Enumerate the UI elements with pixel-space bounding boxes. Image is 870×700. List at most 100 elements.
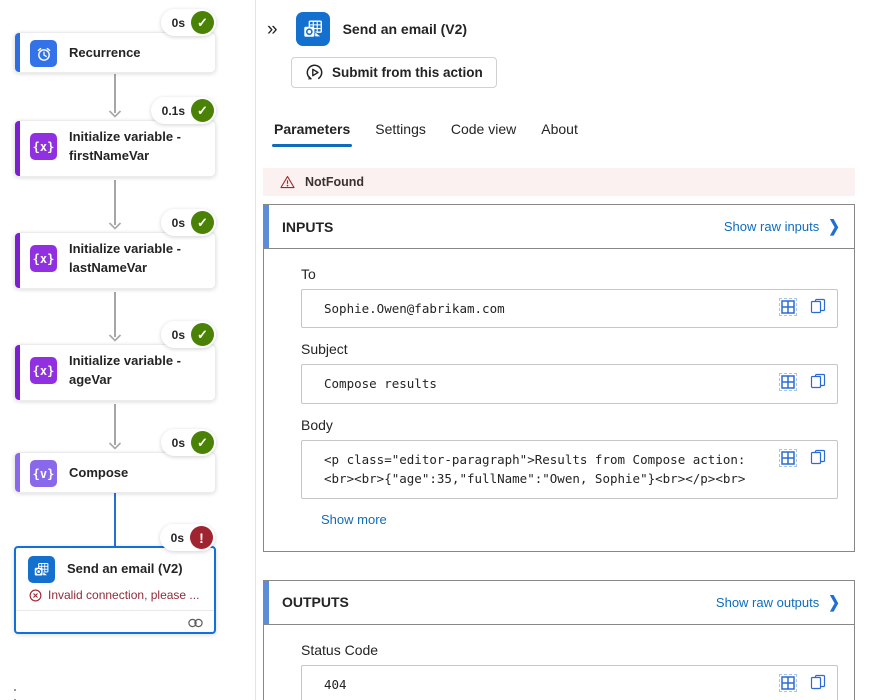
node-send-an-email[interactable]: 0s ! Send an email (V2) Invalid connecti… [14, 524, 216, 635]
copy-icon[interactable] [810, 449, 826, 465]
connector-selected [105, 493, 125, 546]
connector-arrow [105, 404, 125, 450]
show-more-link[interactable]: Show more [321, 511, 387, 527]
show-raw-grid-icon[interactable] [779, 373, 797, 392]
to-field-value: Sophie.Owen@fabrikam.com [324, 301, 505, 316]
duration-label: 0s [170, 530, 184, 545]
body-field[interactable]: <p class="editor-paragraph">Results from… [301, 439, 838, 499]
tab-about[interactable]: About [541, 121, 578, 137]
collapse-panel-icon[interactable]: » [267, 18, 278, 40]
node-accent-rail [15, 121, 20, 176]
node-footer [16, 610, 214, 635]
variable-icon: {x} [30, 357, 57, 385]
action-details-panel: » Send an email (V2) Submit from this ac… [256, 0, 870, 700]
tab-code-view[interactable]: Code view [450, 121, 517, 137]
tab-parameters[interactable]: Parameters [272, 121, 353, 147]
duration-label: 0s [171, 327, 185, 342]
copy-icon[interactable] [810, 674, 826, 690]
run-status-badge[interactable]: 0s ✓ [160, 209, 216, 236]
duration-label: 0s [171, 215, 185, 230]
success-icon: ✓ [191, 11, 214, 34]
canvas-dot [14, 689, 16, 691]
show-raw-grid-icon[interactable] [779, 673, 797, 692]
status-code-field[interactable]: 404 [301, 664, 838, 700]
inputs-card-body: To Sophie.Owen@fabrikam.com Subject Comp… [264, 249, 854, 551]
inputs-card-header: INPUTS Show raw inputs ❯ [264, 205, 854, 249]
run-status-badge[interactable]: 0s ✓ [160, 321, 216, 348]
field-label-to: To [301, 266, 316, 282]
connector-arrow [105, 180, 125, 230]
node-compose[interactable]: 0s ✓ {v} Compose [14, 429, 216, 493]
node-title: Send an email (V2) [67, 561, 183, 577]
node-title: Recurrence [69, 45, 141, 61]
error-icon: ! [190, 526, 213, 549]
connection-icon[interactable] [187, 617, 204, 629]
to-field[interactable]: Sophie.Owen@fabrikam.com [301, 289, 838, 329]
show-raw-outputs-link[interactable]: Show raw outputs ❯ [715, 592, 840, 611]
node-initialize-firstnamevar[interactable]: 0.1s ✓ {x} Initialize variable - firstNa… [14, 97, 216, 177]
node-recurrence[interactable]: 0s ✓ Recurrence [14, 9, 216, 73]
node-error-message: Invalid connection, please ... [16, 587, 214, 610]
show-raw-inputs-link[interactable]: Show raw inputs ❯ [723, 216, 840, 236]
node-accent-rail [15, 345, 20, 400]
variable-icon: {x} [30, 133, 57, 161]
duration-label: 0.1s [161, 103, 185, 118]
chevron-right-icon: ❯ [828, 216, 840, 236]
outputs-heading: OUTPUTS [282, 594, 349, 610]
chevron-right-icon: ❯ [828, 592, 840, 611]
connector-arrow [105, 292, 125, 342]
submit-button-label: Submit from this action [332, 65, 483, 80]
copy-icon[interactable] [810, 298, 826, 314]
outlook-icon [28, 556, 55, 583]
circle-x-icon [29, 589, 42, 601]
outputs-card-header: OUTPUTS Show raw outputs ❯ [264, 580, 854, 625]
tab-settings[interactable]: Settings [375, 121, 426, 137]
run-status-badge[interactable]: 0s ✓ [160, 429, 216, 456]
panel-divider [255, 0, 256, 700]
submit-from-action-button[interactable]: Submit from this action [291, 57, 497, 88]
outputs-card: OUTPUTS Show raw outputs ❯ Status Code 4… [263, 579, 855, 700]
node-accent-rail [15, 453, 20, 492]
field-label-subject: Subject [301, 341, 348, 358]
connector-arrow [105, 74, 125, 118]
node-title: Initialize variable - ageVar [69, 353, 181, 387]
node-accent-rail [15, 233, 20, 288]
success-icon: ✓ [191, 211, 214, 234]
variable-icon: {x} [30, 245, 57, 273]
status-code-value: 404 [324, 676, 347, 692]
show-raw-grid-icon[interactable] [779, 298, 797, 316]
node-title: Initialize variable - lastNameVar [69, 241, 181, 275]
flow-canvas: 0s ✓ Recurrence 0.1s ✓ {x} Initia [0, 0, 256, 700]
panel-title: Send an email (V2) [342, 21, 468, 37]
field-label-status-code: Status Code [301, 641, 379, 658]
success-icon: ✓ [191, 431, 214, 454]
recurrence-clock-icon [30, 40, 57, 67]
inputs-heading: INPUTS [282, 218, 334, 235]
panel-header: » Send an email (V2) [263, 12, 855, 46]
warning-triangle-icon [280, 175, 295, 189]
outputs-card-body: Status Code 404 [264, 625, 854, 700]
duration-label: 0s [171, 435, 185, 450]
success-icon: ✓ [191, 323, 214, 346]
replay-icon [306, 64, 323, 81]
show-raw-grid-icon[interactable] [779, 448, 797, 467]
tab-bar: Parameters Settings Code view About [272, 121, 855, 147]
compose-icon: {v} [30, 460, 57, 487]
error-banner-text: NotFound [305, 175, 365, 189]
duration-label: 0s [171, 15, 185, 30]
run-status-badge[interactable]: 0s ✓ [160, 9, 216, 36]
run-status-badge[interactable]: 0.1s ✓ [150, 97, 216, 124]
subject-field[interactable]: Compose results [301, 364, 838, 404]
outlook-icon [295, 12, 330, 46]
node-title: Initialize variable - firstNameVar [69, 129, 181, 163]
node-initialize-agevar[interactable]: 0s ✓ {x} Initialize variable - ageVar [14, 321, 216, 401]
node-initialize-lastnamevar[interactable]: 0s ✓ {x} Initialize variable - lastNameV… [14, 209, 216, 289]
run-status-badge[interactable]: 0s ! [159, 524, 215, 551]
inputs-card: INPUTS Show raw inputs ❯ To Sophie.Owen@… [263, 204, 855, 552]
node-title: Compose [69, 465, 129, 481]
body-field-value: <p class="editor-paragraph">Results from… [324, 451, 746, 487]
node-accent-rail [15, 33, 20, 72]
error-banner: NotFound [263, 168, 855, 196]
copy-icon[interactable] [810, 373, 826, 389]
